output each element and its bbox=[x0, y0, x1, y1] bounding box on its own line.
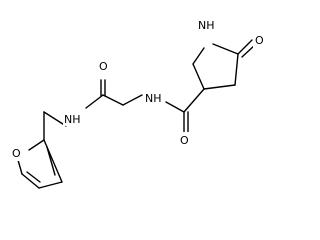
bond-carboxamide-nh bbox=[165, 101, 185, 113]
amide-nh-right-label-bg bbox=[143, 90, 165, 106]
bond-furan-c5-c4-inner bbox=[26, 171, 41, 183]
bond-ch2-co bbox=[102, 94, 124, 106]
amide-nh-left-label-bg bbox=[63, 110, 85, 126]
bond-furan-c2-c3-inner bbox=[46, 146, 56, 176]
amide-o-left-label-bg bbox=[98, 58, 110, 74]
bond-ring-c4-c5 bbox=[192, 63, 205, 90]
bond-nh-ch2-furan bbox=[43, 111, 67, 127]
ring-nh-label: NH bbox=[198, 19, 215, 32]
bond-ring-c5-nh bbox=[192, 47, 205, 65]
bond-co-nh bbox=[85, 94, 104, 109]
amide-nh-right-label: NH bbox=[145, 92, 162, 105]
bond-nh-ch2 bbox=[122, 94, 143, 106]
bond-c4-carboxamide bbox=[183, 88, 205, 113]
bond-furan-c2-o bbox=[28, 139, 45, 151]
furan-o-label-bg bbox=[11, 145, 23, 161]
ring-oxo-label-bg bbox=[253, 32, 265, 48]
bond-furan-c4-c3 bbox=[38, 181, 63, 189]
ring-nh-label-bg bbox=[197, 17, 219, 33]
bond-ring-c2-c3 bbox=[234, 53, 239, 86]
amide-o-left-label: O bbox=[99, 60, 108, 73]
bond-furan-o-c5 bbox=[17, 159, 23, 175]
bond-ring-nh-c2 bbox=[212, 43, 239, 55]
amide-o-right-label: O bbox=[180, 134, 189, 147]
bond-ring-c3-c4 bbox=[203, 84, 236, 90]
molecule-structure-diagram: NH O NH O O NH O bbox=[11, 17, 265, 189]
furan-o-label: O bbox=[12, 147, 21, 160]
bond-furan-c3-c2 bbox=[43, 139, 63, 183]
bond-furan-c5-c4 bbox=[21, 173, 40, 189]
ring-oxo-label: O bbox=[255, 34, 264, 47]
amide-nh-left-label: NH bbox=[64, 113, 81, 126]
bond-ring-carbonyl-a bbox=[237, 39, 253, 55]
amide-o-right-label-bg bbox=[178, 132, 192, 148]
